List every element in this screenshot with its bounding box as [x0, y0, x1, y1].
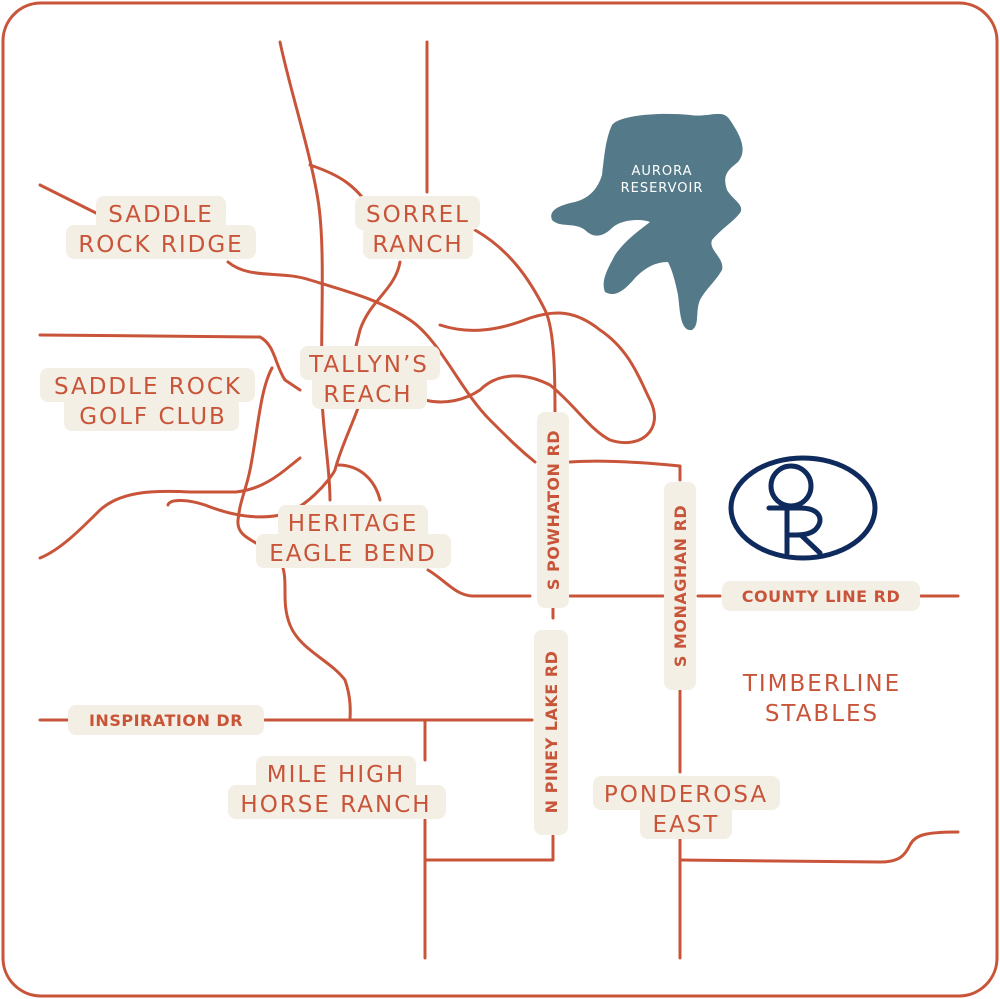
svg-text:EAGLE BEND: EAGLE BEND [269, 541, 437, 567]
road-segment [423, 834, 555, 862]
svg-text:PONDEROSA: PONDEROSA [604, 782, 768, 808]
svg-text:SADDLE ROCK: SADDLE ROCK [54, 374, 242, 400]
area-label-ponderosa-east: PONDEROSA EAST [593, 776, 780, 839]
area-label-saddle-rock-ridge: SADDLE ROCK RIDGE [66, 196, 256, 259]
road-segment [38, 456, 302, 560]
svg-text:ROCK RIDGE: ROCK RIDGE [78, 232, 243, 258]
area-label-tallyns-reach: TALLYN’S REACH [300, 346, 440, 409]
svg-text:TALLYN’S: TALLYN’S [308, 352, 429, 378]
area-label-timberline-stables: TIMBERLINE STABLES [742, 671, 901, 727]
svg-text:SADDLE: SADDLE [108, 202, 214, 228]
water-label: AURORA [631, 164, 692, 179]
area-label-heritage-eagle-bend: HERITAGE EAGLE BEND [256, 505, 451, 568]
road-segment [278, 40, 332, 502]
road-segment [568, 459, 682, 482]
svg-text:S POWHATON RD: S POWHATON RD [544, 430, 563, 590]
svg-text:TIMBERLINE: TIMBERLINE [742, 671, 901, 697]
aurora-reservoir-water [551, 113, 743, 331]
svg-text:HERITAGE: HERITAGE [288, 511, 419, 537]
road-segment [226, 260, 537, 464]
road-label-s-powhaton-rd: S POWHATON RD [537, 412, 569, 608]
road-segment [426, 568, 532, 598]
water-label: RESERVOIR [621, 181, 704, 196]
svg-text:RANCH: RANCH [372, 232, 463, 258]
svg-text:SORREL: SORREL [366, 202, 470, 228]
road-segment [38, 183, 102, 217]
svg-text:REACH: REACH [323, 382, 412, 408]
svg-text:GOLF CLUB: GOLF CLUB [79, 404, 227, 430]
svg-text:EAST: EAST [653, 812, 720, 838]
svg-text:S MONAGHAN RD: S MONAGHAN RD [671, 505, 690, 667]
svg-text:INSPIRATION DR: INSPIRATION DR [89, 711, 243, 730]
road-network [38, 40, 960, 960]
area-label-saddle-rock-golf-club: SADDLE ROCK GOLF CLUB [40, 368, 255, 431]
road-segment [678, 830, 960, 864]
area-label-mile-high-horse-ranch: MILE HIGH HORSE RANCH [228, 756, 446, 819]
road-label-s-monaghan-rd: S MONAGHAN RD [664, 482, 696, 690]
road-segment [423, 311, 656, 445]
road-segment [353, 260, 402, 352]
svg-text:N PINEY LAKE RD: N PINEY LAKE RD [542, 651, 561, 814]
svg-text:MILE HIGH: MILE HIGH [267, 762, 405, 788]
road-label-inspiration-dr: INSPIRATION DR [68, 705, 264, 735]
area-label-sorrel-ranch: SORREL RANCH [355, 196, 480, 259]
svg-text:HORSE RANCH: HORSE RANCH [240, 792, 431, 818]
or-monogram-logo-icon [728, 455, 878, 561]
road-segment [336, 463, 382, 502]
svg-text:COUNTY LINE RD: COUNTY LINE RD [742, 587, 900, 606]
svg-text:STABLES: STABLES [765, 701, 879, 727]
road-segment [38, 333, 302, 392]
road-label-n-piney-lake-rd: N PINEY LAKE RD [534, 630, 568, 835]
road-segment [473, 228, 557, 417]
road-label-county-line-rd: COUNTY LINE RD [722, 581, 920, 611]
